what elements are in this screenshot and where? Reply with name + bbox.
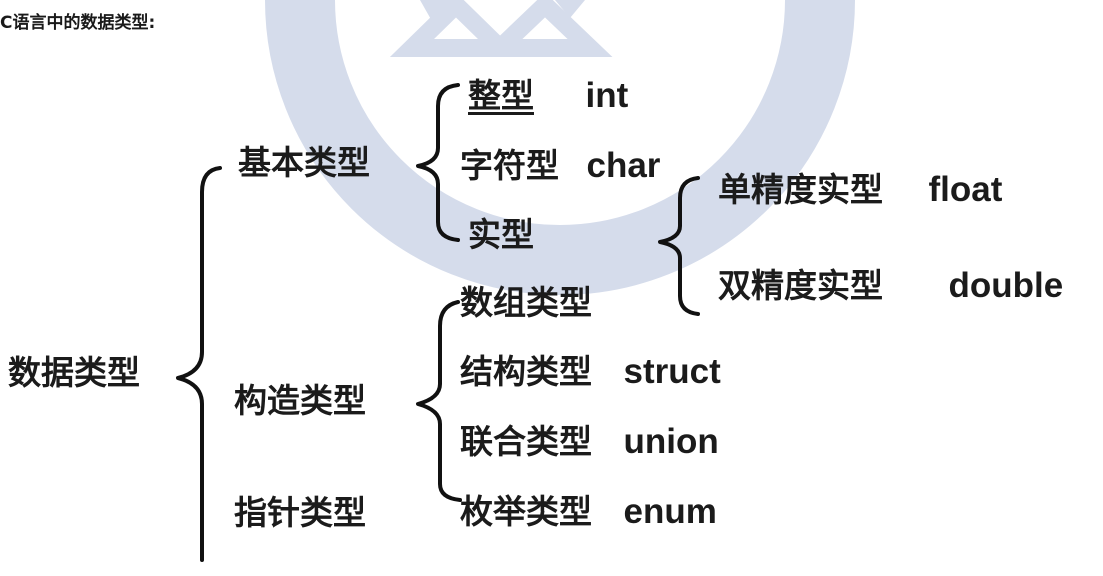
- construct-types-node: 构造类型: [234, 381, 366, 420]
- pointer-types-node: 指针类型: [234, 493, 366, 532]
- float-node: 单精度实型 float: [718, 172, 1002, 207]
- union-kw: union: [623, 422, 719, 461]
- int-cn: 整型: [468, 76, 534, 115]
- struct-kw: struct: [623, 352, 721, 391]
- double-cn: 双精度实型: [718, 266, 883, 305]
- struct-cn: 结构类型: [460, 352, 592, 391]
- float-cn: 单精度实型: [718, 170, 883, 209]
- union-node: 联合类型 union: [460, 424, 719, 459]
- real-brace: [658, 176, 700, 316]
- char-cn: 字符型: [460, 146, 559, 185]
- page-heading: C语言中的数据类型:: [0, 13, 156, 33]
- enum-node: 枚举类型 enum: [460, 494, 717, 529]
- basic-types-node: 基本类型: [238, 143, 370, 182]
- union-cn: 联合类型: [460, 422, 592, 461]
- struct-node: 结构类型 struct: [460, 354, 721, 389]
- basic-brace: [416, 83, 460, 242]
- char-node: 字符型 char: [460, 148, 660, 183]
- construct-brace: [416, 300, 462, 502]
- float-kw: float: [928, 170, 1003, 209]
- enum-kw: enum: [623, 492, 717, 531]
- root-brace: [176, 166, 222, 562]
- int-kw: int: [585, 76, 629, 115]
- int-node: 整型 int: [468, 78, 628, 113]
- array-node: 数组类型: [460, 283, 592, 322]
- char-kw: char: [586, 146, 661, 185]
- real-node: 实型: [468, 215, 534, 254]
- double-node: 双精度实型 double: [718, 268, 1063, 303]
- double-kw: double: [948, 266, 1064, 305]
- root-node: 数据类型: [8, 353, 140, 392]
- enum-cn: 枚举类型: [460, 492, 592, 531]
